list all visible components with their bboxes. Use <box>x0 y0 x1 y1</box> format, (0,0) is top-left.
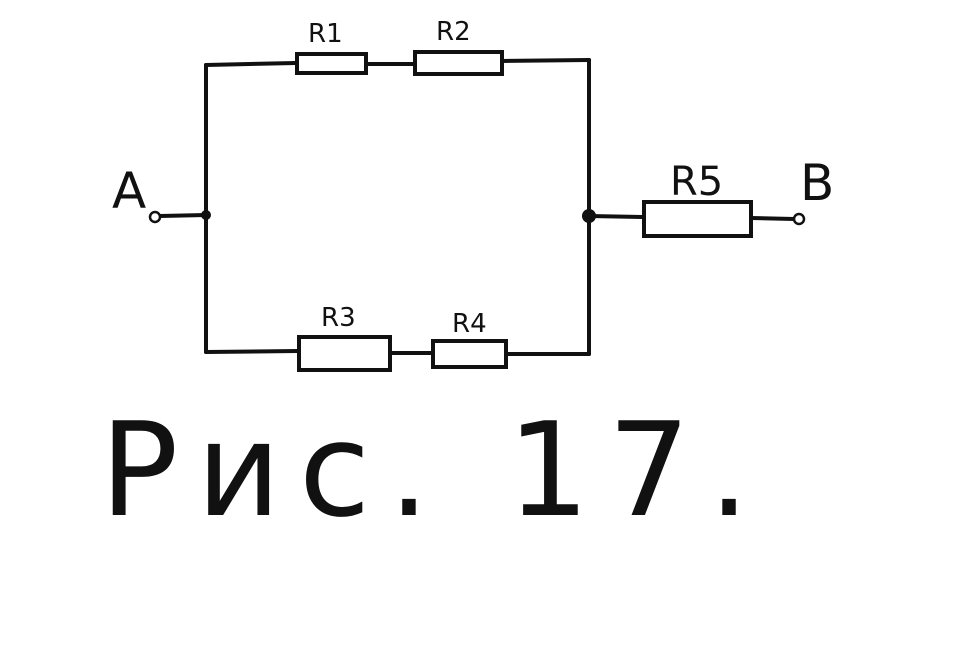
label-terminal-a: A <box>112 162 146 220</box>
terminal-b <box>792 212 806 226</box>
wire-bottom-left <box>204 349 300 354</box>
resistor-r5 <box>642 200 753 238</box>
resistor-r1 <box>295 52 368 75</box>
figure-caption: Рис. 17. <box>100 394 768 546</box>
wire-top-left <box>204 61 298 67</box>
label-terminal-b: B <box>800 154 834 212</box>
terminal-a <box>148 210 162 224</box>
wire-output-left <box>587 214 645 219</box>
label-r1: R1 <box>308 19 343 49</box>
label-r4: R4 <box>452 309 487 339</box>
wire-top-right <box>500 58 591 63</box>
junction-right <box>582 209 596 223</box>
junction-left <box>201 210 211 220</box>
wire-output-right <box>749 216 796 221</box>
label-r5: R5 <box>670 159 723 205</box>
resistor-r2 <box>413 50 504 76</box>
label-r3: R3 <box>321 303 356 333</box>
wire-input <box>158 213 208 218</box>
label-r2: R2 <box>436 17 471 47</box>
resistor-r4 <box>431 339 508 369</box>
resistor-r3 <box>297 335 392 372</box>
